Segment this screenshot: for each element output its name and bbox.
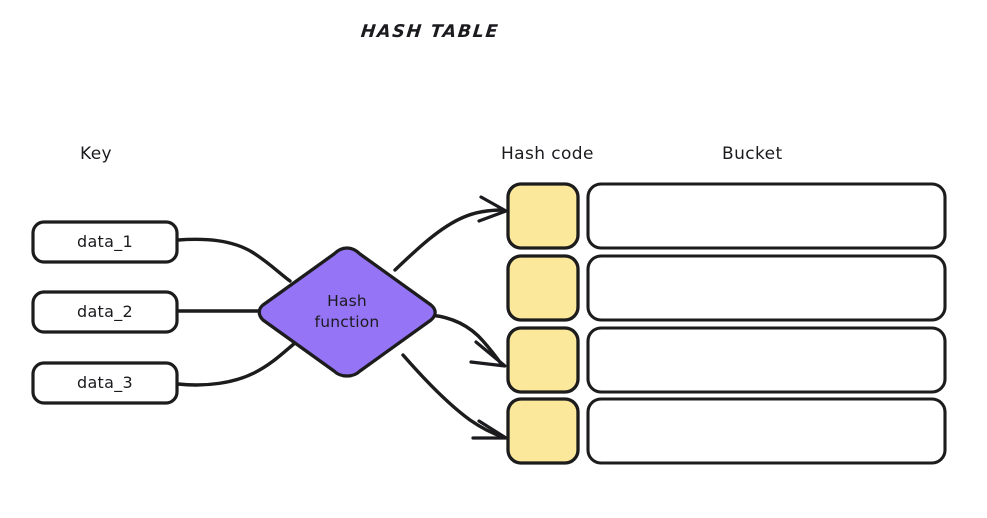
bucket-box-3[interactable] xyxy=(586,326,947,394)
arrowhead-to-code3 xyxy=(469,340,507,368)
hash-function-label-line1: Hash xyxy=(327,292,367,310)
bucket-box-1[interactable] xyxy=(586,182,947,250)
column-header-key: Key xyxy=(80,144,113,164)
connector-data1-to-hash xyxy=(176,237,292,283)
column-header-bucket: Bucket xyxy=(722,144,783,164)
connector-group-input xyxy=(176,237,297,387)
key-label-data_1: data_1 xyxy=(76,232,134,251)
hash-function-node[interactable] xyxy=(257,246,437,378)
key-box-data_3[interactable] xyxy=(31,361,179,405)
connector-hash-to-code1 xyxy=(393,208,505,272)
key-label-data_3: data_3 xyxy=(76,373,134,392)
key-box-data_1[interactable] xyxy=(31,220,179,264)
connector-hash-to-code4 xyxy=(401,353,505,439)
hash-function-label: Hash function xyxy=(287,291,407,333)
arrowhead-to-code4 xyxy=(471,419,508,440)
hash-code-box-1[interactable] xyxy=(506,182,580,250)
hash-code-box-4[interactable] xyxy=(506,397,580,465)
connector-hash-to-code3 xyxy=(428,313,504,367)
key-label-data_2: data_2 xyxy=(76,302,134,321)
arrowhead-group xyxy=(469,195,508,440)
hash-code-box-2[interactable] xyxy=(506,254,580,322)
column-header-hash-code: Hash code xyxy=(501,144,594,164)
hash-function-label-line2: function xyxy=(314,313,380,331)
arrowhead-to-code1 xyxy=(477,195,508,223)
connector-data3-to-hash xyxy=(176,341,297,387)
bucket-box-2[interactable] xyxy=(586,254,947,322)
key-box-group xyxy=(31,220,179,405)
bucket-box-group xyxy=(586,182,947,465)
key-box-data_2[interactable] xyxy=(31,290,179,334)
bucket-box-4[interactable] xyxy=(586,397,947,465)
hash-code-box-group xyxy=(506,182,580,465)
hash-code-box-3[interactable] xyxy=(506,326,580,394)
page-title: HASH TABLE xyxy=(359,22,501,42)
hash-function-diamond-shape xyxy=(257,246,437,378)
